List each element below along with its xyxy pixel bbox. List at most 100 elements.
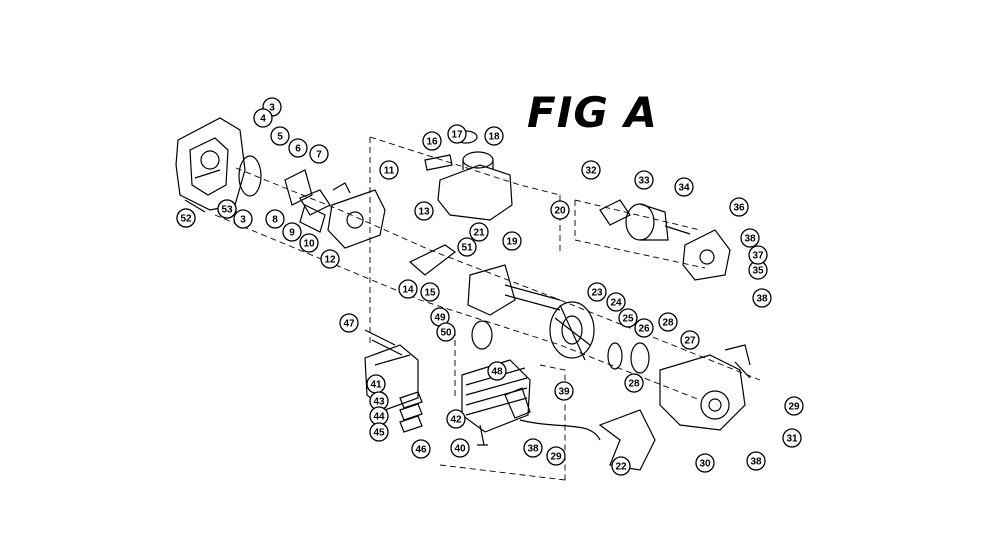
callout-circle	[411, 439, 431, 459]
callout-number: 20	[554, 206, 566, 217]
callout-14: 14	[398, 279, 418, 299]
part-plate-46	[399, 403, 423, 421]
callout-number: 40	[454, 444, 466, 455]
part-ring	[238, 155, 262, 197]
callout-24: 24	[606, 292, 626, 312]
callout-number: 29	[550, 452, 562, 463]
callout-number: 51	[461, 243, 473, 254]
callout-number: 37	[752, 251, 764, 262]
callout-38: 38	[752, 288, 772, 308]
figure-title: FIG A	[527, 88, 658, 137]
callout-number: 46	[415, 445, 427, 456]
callout-number: 23	[591, 288, 603, 299]
callout-circle	[253, 108, 273, 128]
callout-12: 12	[320, 249, 340, 269]
callout-number: 35	[752, 266, 764, 277]
part-intake-block	[327, 182, 386, 249]
callout-number: 13	[418, 207, 430, 218]
callout-number: 4	[260, 114, 266, 125]
callout-36: 36	[729, 197, 749, 217]
callout-circle	[546, 446, 566, 466]
callout-30: 30	[695, 453, 715, 473]
callout-circle	[748, 245, 768, 265]
callout-number: 10	[303, 239, 315, 250]
callout-circle	[634, 170, 654, 190]
callout-circle	[379, 160, 399, 180]
callout-27: 27	[680, 330, 700, 350]
callout-42: 42	[446, 409, 466, 429]
part-clutch	[599, 199, 631, 226]
callout-50: 50	[436, 322, 456, 342]
callout-circle	[550, 200, 570, 220]
part-piston	[471, 320, 493, 350]
callout-41: 41	[366, 374, 386, 394]
callout-number: 30	[699, 459, 711, 470]
callout-6: 6	[288, 138, 308, 158]
callout-number: 27	[684, 336, 696, 347]
callout-47: 47	[339, 313, 359, 333]
callout-circle	[782, 428, 802, 448]
callout-number: 41	[370, 380, 382, 391]
callout-circle	[658, 312, 678, 332]
callout-28: 28	[624, 373, 644, 393]
callout-16: 16	[422, 131, 442, 151]
callout-number: 8	[272, 215, 278, 226]
callout-31: 31	[782, 428, 802, 448]
callout-circle	[233, 209, 253, 229]
callout-circle	[587, 282, 607, 302]
callout-circle	[422, 131, 442, 151]
callout-number: 38	[750, 457, 762, 468]
callout-number: 19	[506, 237, 518, 248]
callout-circle	[624, 373, 644, 393]
callout-number: 15	[424, 288, 436, 299]
part-bolts	[364, 329, 403, 356]
callout-circle	[265, 209, 285, 229]
part-carburetor	[284, 169, 331, 233]
callout-38: 38	[740, 228, 760, 248]
callout-number: 31	[786, 434, 798, 445]
part-housing-cover	[175, 117, 246, 213]
callout-10: 10	[299, 233, 319, 253]
callout-number: 28	[628, 379, 640, 390]
part-starter-housing	[659, 354, 746, 431]
callout-20: 20	[550, 200, 570, 220]
part-clutch-drum	[625, 203, 691, 241]
callout-number: 38	[756, 294, 768, 305]
callout-circle	[611, 456, 631, 476]
callout-number: 29	[788, 402, 800, 413]
part-washer	[607, 342, 623, 370]
callout-circle	[752, 288, 772, 308]
callout-circle	[447, 124, 467, 144]
callout-circle	[414, 201, 434, 221]
callout-number: 17	[451, 130, 463, 141]
part-crankcase	[467, 264, 561, 316]
callout-52: 52	[176, 208, 196, 228]
callout-circle	[502, 231, 522, 251]
callout-circle	[217, 199, 237, 219]
callout-number: 21	[473, 228, 485, 239]
callout-number: 12	[324, 255, 336, 266]
callout-number: 34	[678, 183, 690, 194]
part-spark-plug	[477, 424, 488, 446]
callout-number: 39	[558, 387, 570, 398]
callout-circle	[740, 228, 760, 248]
part-wire	[519, 419, 601, 441]
callout-5: 5	[270, 126, 290, 146]
callout-number: 50	[440, 328, 452, 339]
callout-32: 32	[581, 160, 601, 180]
callout-circle	[484, 126, 504, 146]
callout-number: 6	[295, 144, 301, 155]
part-pulley	[630, 342, 650, 374]
callout-circle	[581, 160, 601, 180]
callout-44: 44	[369, 406, 389, 426]
callout-53: 53	[217, 199, 237, 219]
callout-circle	[176, 208, 196, 228]
callout-circle	[523, 438, 543, 458]
callout-number: 33	[638, 176, 650, 187]
callout-circle	[469, 222, 489, 242]
callout-13: 13	[414, 201, 434, 221]
callout-number: 16	[426, 137, 438, 148]
callout-33: 33	[634, 170, 654, 190]
part-ignition-module	[504, 387, 531, 419]
